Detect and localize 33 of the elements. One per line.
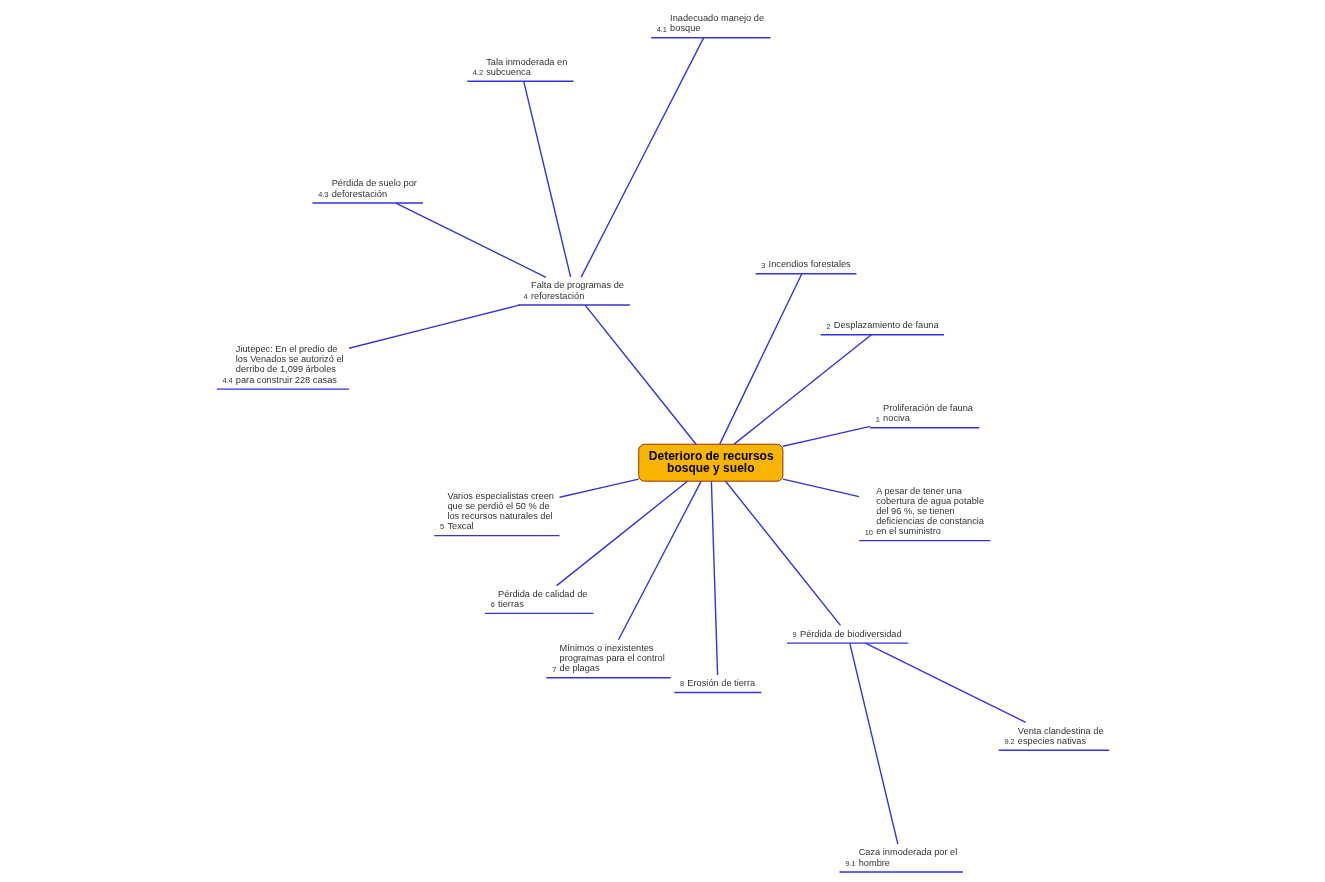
node-text: 6 Pérdida de calidad de tierras xyxy=(490,588,587,610)
node-text: 2 Desplazamiento de fauna xyxy=(825,320,939,331)
node-text: 4 Falta de programas de reforestación xyxy=(523,280,624,301)
connector xyxy=(732,334,872,445)
node-text: 1 Proliferación de fauna nociva xyxy=(875,403,973,424)
node-box: Deterioro de recursos bosque y suelo xyxy=(637,443,783,482)
node-text: 9 Pérdida de biodiversidad xyxy=(792,628,902,639)
connector xyxy=(558,478,639,498)
connector xyxy=(864,642,1026,724)
node-text: 4.2 Tala inmoderada en subcuenca xyxy=(472,56,567,78)
connector xyxy=(710,480,718,676)
node-text: 10 A pesar de tener una cobertura de agua potable del 96 %, se tienen deficiencias de constancia en el suministro xyxy=(864,485,984,537)
node-text: 9.2 Venta clandestina de especies nativas xyxy=(1003,725,1104,747)
node-text: 4.1 Inadecuado manejo de bosque xyxy=(656,13,764,34)
node-text: 7 Mínimos o inexistentes programas para el control de plagas xyxy=(551,642,665,674)
connector xyxy=(583,304,697,445)
connector xyxy=(848,642,899,845)
connector xyxy=(394,202,547,278)
connector xyxy=(781,478,860,498)
connector xyxy=(617,480,702,641)
connector xyxy=(522,80,571,278)
connector xyxy=(718,273,802,445)
node-text: 4.3 Pérdida de suelo por deforestación xyxy=(317,178,417,199)
node-text: 3 Incendios forestales xyxy=(760,259,851,270)
node-text: 9.1 Caza inmoderada por el hombre xyxy=(844,847,957,868)
node-text: 4.4 Jiutepec: En el predio de los Venados se autorizó el derribo de 1,099 árboles para construir 228 casas xyxy=(221,344,344,386)
connector xyxy=(579,37,704,278)
node-text: 5 Varios especialistas creen que se perdió el 50 % de los recursos naturales del Texcal xyxy=(439,490,554,532)
connector xyxy=(781,425,871,447)
node-text: 8 Erosión de tierra xyxy=(679,678,755,689)
connector xyxy=(724,480,841,627)
connector xyxy=(347,304,520,349)
connector xyxy=(555,480,688,587)
